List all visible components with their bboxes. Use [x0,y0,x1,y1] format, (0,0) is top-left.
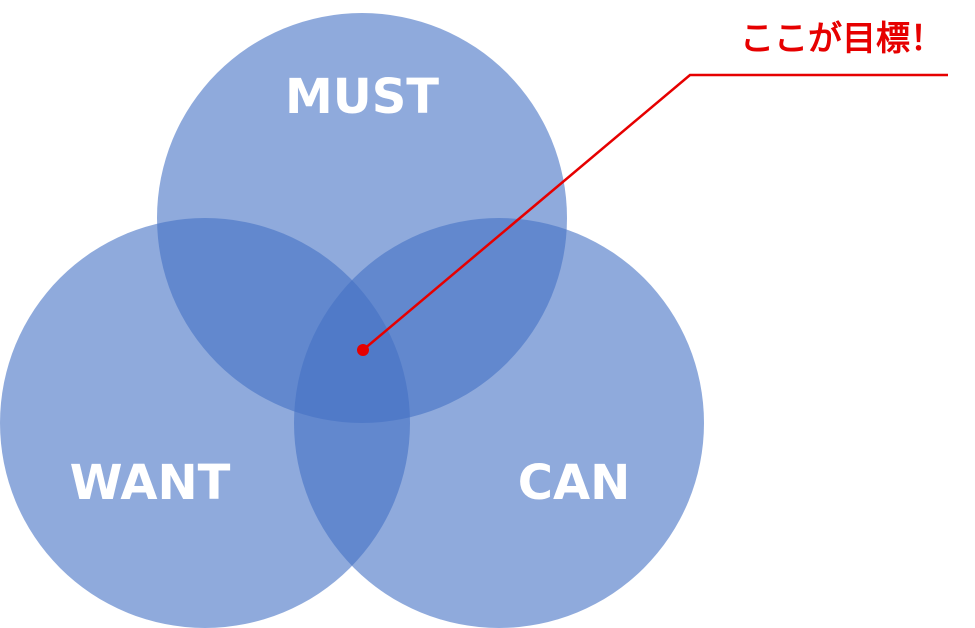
must-label: MUST [285,69,439,125]
can-label: CAN [518,455,631,511]
can-circle [294,218,704,628]
annotation-leader-line [362,73,948,351]
want-circle [0,218,410,628]
annotation-text: ここが目標！ [740,19,944,59]
want-label: WANT [70,455,231,511]
target-point-marker [357,344,369,356]
